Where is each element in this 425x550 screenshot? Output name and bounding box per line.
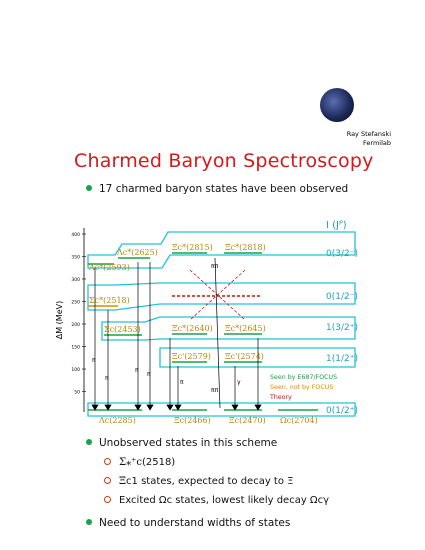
subbullet-sigma: Σ⁎⁺c(2518)	[104, 457, 175, 468]
author-name: Ray Stefanski	[346, 130, 391, 138]
legend-seen: Seen by E687/FOCUS	[270, 374, 337, 381]
svg-text:π: π	[180, 379, 184, 386]
y-tick-label: 200	[71, 322, 80, 328]
y-tick-label: 100	[71, 367, 80, 373]
y-tick-label: 350	[71, 255, 80, 261]
svg-text:ππ: ππ	[211, 263, 219, 270]
svg-text:π: π	[135, 367, 139, 374]
svg-text:ππ: ππ	[211, 387, 219, 394]
fermilab-logo	[320, 88, 354, 122]
label-xc2579: Ξc'(2579)	[172, 352, 211, 361]
svg-text:π: π	[105, 375, 109, 382]
y-tick-label: 50	[74, 390, 80, 396]
label-xc2640: Ξc*(2640)	[172, 324, 213, 333]
svg-text:0(1/2⁻): 0(1/2⁻)	[326, 292, 358, 302]
label-sc2518: Σc*(2518)	[89, 296, 130, 305]
energy-levels	[88, 252, 318, 411]
author-block: Ray Stefanski Fermilab	[347, 130, 391, 148]
label-xc2574: Ξc'(2574)	[225, 352, 264, 361]
label-sc2453: Σc(2453)	[104, 325, 141, 334]
svg-text:π: π	[147, 371, 151, 378]
bullet-observed: 17 charmed baryon states have been obser…	[86, 183, 348, 195]
label-lc2625: Λc*(2625)	[116, 248, 158, 257]
y-axis: 400 350 300 250 200 150 100 50 ΔM (MeV)	[55, 228, 86, 412]
svg-text:1(1/2⁺): 1(1/2⁺)	[326, 354, 358, 364]
bullet-dot-icon	[86, 439, 92, 445]
label-lc2285: Λc(2285)	[98, 416, 136, 425]
y-tick-label: 250	[71, 300, 80, 306]
label-xc2815: Ξc*(2815)	[172, 243, 213, 252]
author-affiliation: Fermilab	[363, 139, 391, 147]
y-axis-label: ΔM (MeV)	[55, 301, 64, 339]
ring-bullet-icon	[104, 458, 111, 465]
label-om2704: Ωc(2704)	[280, 416, 318, 425]
subbullet-omega: Excited Ωc states, lowest likely decay Ω…	[104, 495, 329, 506]
label-xc2818: Ξc*(2818)	[225, 243, 266, 252]
ring-bullet-icon	[104, 477, 111, 484]
svg-text:1(3/2⁺): 1(3/2⁺)	[326, 323, 358, 333]
subbullet-xi: Ξc1 states, expected to decay to Ξ	[104, 476, 293, 487]
theory-cross-lines	[189, 269, 246, 321]
y-tick-label: 150	[71, 345, 80, 351]
legend-theory: Theory	[269, 394, 292, 401]
bullet-dot-icon	[86, 519, 92, 525]
decay-labels: π π π π π γ ππ ππ	[92, 263, 241, 394]
label-xc2645: Ξc*(2645)	[225, 324, 266, 333]
bullet-dot-icon	[86, 185, 92, 191]
label-xc2466: Ξc(2466)	[174, 416, 211, 425]
quantum-numbers: I (Jᴾ) 0(3/2⁻) 0(1/2⁻) 1(3/2⁺) 1(1/2⁺) 0…	[326, 220, 358, 416]
ring-bullet-icon	[104, 496, 111, 503]
legend: Seen by E687/FOCUS Seen, not by FOCUS Th…	[269, 374, 337, 401]
slide-title: Charmed Baryon Spectroscopy	[74, 150, 374, 172]
y-tick-label: 300	[71, 277, 80, 283]
bullet-text: 17 charmed baryon states have been obser…	[99, 183, 349, 195]
svg-text:0(3/2⁻): 0(3/2⁻)	[326, 249, 358, 259]
svg-text:0(1/2⁺): 0(1/2⁺)	[326, 406, 358, 416]
column-header: I (Jᴾ)	[326, 220, 347, 231]
y-tick-label: 400	[71, 232, 80, 238]
svg-text:π: π	[92, 357, 96, 364]
legend-seen-not: Seen, not by FOCUS	[270, 384, 333, 391]
bullet-unobserved: Unobserved states in this scheme	[86, 437, 277, 449]
label-xc2470: Ξc(2470)	[229, 416, 266, 425]
label-lc2593: Λc*(2593)	[88, 263, 130, 272]
multiplet-boxes	[87, 231, 356, 417]
decay-arrows	[91, 257, 262, 411]
svg-text:γ: γ	[237, 379, 241, 386]
state-labels: Λc*(2625) Λc*(2593) Σc*(2518) Σc(2453) Ξ…	[88, 243, 318, 425]
bullet-widths: Need to understand widths of states	[86, 517, 290, 529]
